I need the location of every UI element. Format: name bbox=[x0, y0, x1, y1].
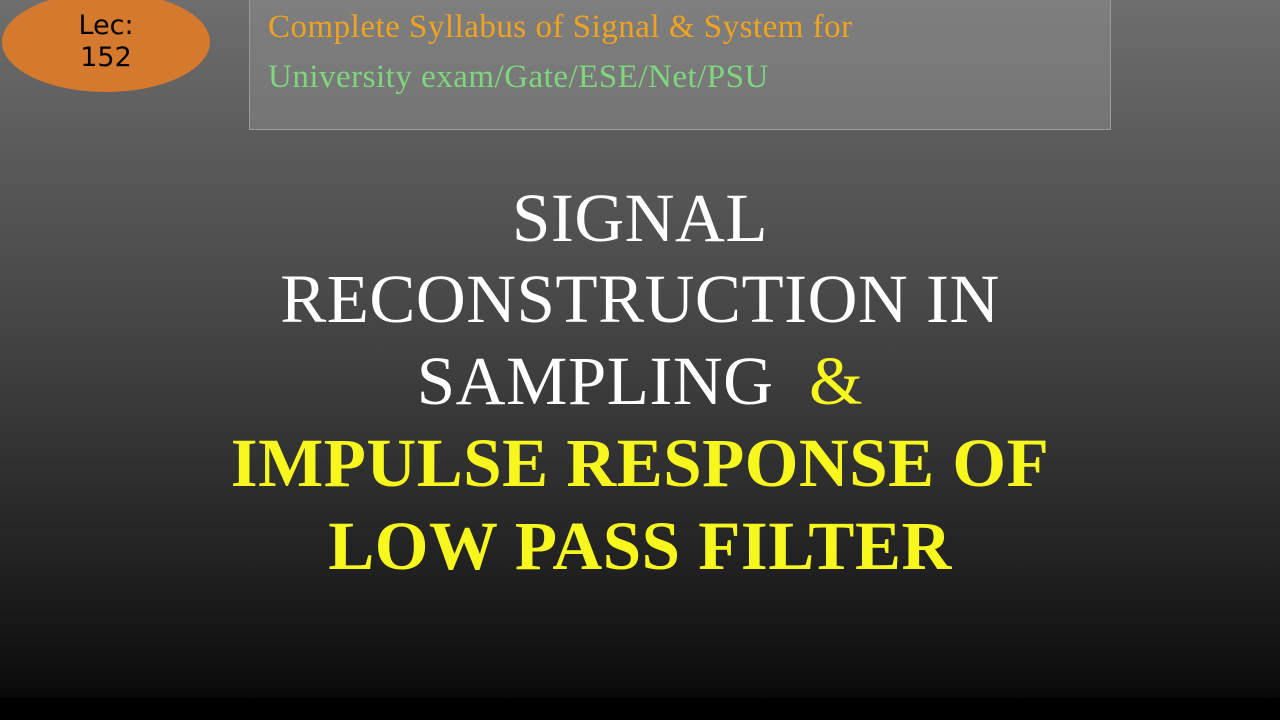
bottom-black-bar bbox=[0, 698, 1280, 720]
syllabus-line-1: Complete Syllabus of Signal & System for bbox=[268, 9, 853, 45]
title-line-1: SIGNAL bbox=[512, 180, 768, 256]
title-line-2: RECONSTRUCTION IN bbox=[280, 261, 1000, 338]
title-line-4: IMPULSE RESPONSE OF bbox=[230, 425, 1050, 502]
title-line-5: LOW PASS FILTER bbox=[328, 508, 952, 585]
title-line-3: SAMPLING & bbox=[0, 341, 1280, 422]
title-ampersand: & bbox=[809, 342, 864, 419]
syllabus-banner: Complete Syllabus of Signal & System for… bbox=[249, 0, 1111, 130]
lecture-number-badge: Lec: 152 bbox=[2, 0, 210, 92]
syllabus-line-2: University exam/Gate/ESE/Net/PSU bbox=[268, 59, 769, 96]
title-line-3-main: SAMPLING bbox=[416, 342, 774, 419]
lecture-number: 152 bbox=[80, 42, 132, 73]
lecture-label: Lec: bbox=[78, 10, 134, 42]
slide-title: SIGNAL RECONSTRUCTION IN SAMPLING & IMPU… bbox=[0, 178, 1280, 588]
